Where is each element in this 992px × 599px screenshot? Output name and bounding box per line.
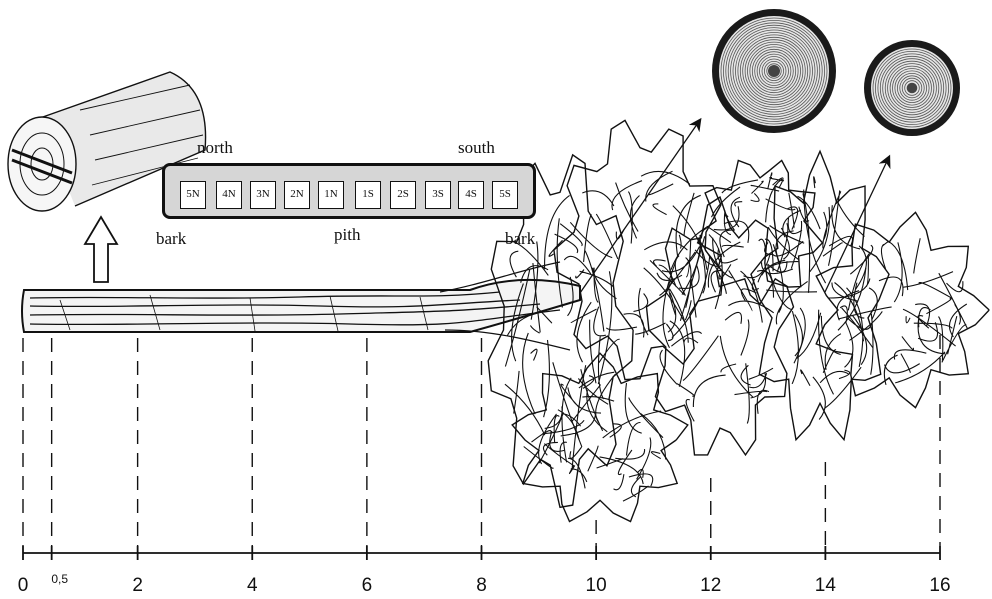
- cross-section-small: [864, 40, 960, 136]
- core-sample-strip: 5N 4N 3N 2N 1N 1S 2S 3S 4S 5S: [162, 163, 536, 219]
- label-pith: pith: [334, 225, 361, 244]
- segment-1n: 1N: [318, 181, 344, 209]
- segment-3s: 3S: [425, 181, 451, 209]
- segment-5n: 5N: [180, 181, 206, 209]
- axis-tick-label: 12: [700, 575, 722, 596]
- label-bark-right: bark: [505, 229, 536, 248]
- arrow-to-small-section: [824, 154, 891, 293]
- axis-tick-label: 10: [585, 575, 607, 596]
- trunk-drawing: [21, 261, 581, 351]
- axis-tick-label: 14: [814, 575, 836, 596]
- label-south: south: [458, 138, 495, 157]
- axis-tick-label: 16: [929, 575, 951, 596]
- label-north: north: [197, 138, 233, 157]
- cross-section-large: [712, 9, 836, 133]
- length-axis: [22, 546, 941, 560]
- segment-4n: 4N: [216, 181, 242, 209]
- arrow-to-large-section: [579, 117, 702, 294]
- log-sample-drawing: [7, 71, 207, 212]
- segment-2n: 2N: [284, 181, 310, 209]
- tree-crown: [487, 119, 990, 523]
- axis-tick-label: 0,5: [51, 572, 68, 586]
- axis-tick-label: 6: [361, 575, 373, 596]
- axis-tick-label: 8: [476, 575, 487, 596]
- axis-tick-label: 4: [246, 575, 258, 596]
- segment-1s: 1S: [355, 181, 381, 209]
- segment-2s: 2S: [390, 181, 416, 209]
- segment-4s: 4S: [458, 181, 484, 209]
- axis-tick-label: 0: [17, 575, 29, 596]
- up-arrow: [83, 215, 119, 283]
- segment-3n: 3N: [250, 181, 276, 209]
- label-bark-left: bark: [156, 229, 187, 248]
- axis-tick-label: 2: [132, 575, 143, 596]
- measurement-guides: [22, 335, 941, 546]
- segment-5s: 5S: [492, 181, 518, 209]
